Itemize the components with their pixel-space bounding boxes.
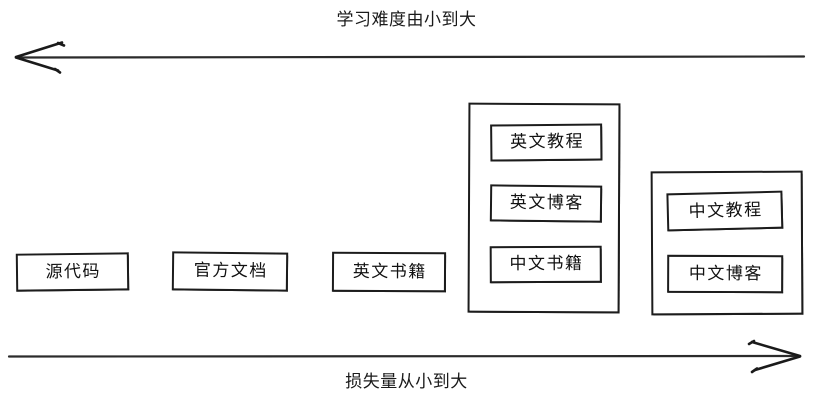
group-chinese-resources: 中文教程 中文博客	[650, 170, 804, 316]
group-english-resources: 英文教程 英文博客 中文书籍	[467, 102, 621, 314]
node-official-docs-label: 官方文档	[193, 260, 268, 282]
node-english-tutorial-label: 英文教程	[509, 131, 585, 153]
node-chinese-tutorial[interactable]: 中文教程	[666, 190, 784, 232]
bottom-axis-label: 损失量从小到大	[345, 372, 468, 392]
node-english-blog-label: 英文博客	[509, 192, 584, 214]
node-english-books[interactable]: 英文书籍	[331, 251, 447, 293]
node-chinese-tutorial-label: 中文教程	[688, 199, 763, 222]
node-source-code-label: 源代码	[45, 261, 102, 282]
node-official-docs[interactable]: 官方文档	[171, 251, 289, 292]
node-english-books-label: 英文书籍	[352, 261, 427, 282]
node-english-blog[interactable]: 英文博客	[489, 184, 603, 223]
node-chinese-books[interactable]: 中文书籍	[489, 245, 602, 284]
node-english-tutorial[interactable]: 英文教程	[490, 123, 603, 162]
top-axis-arrow	[14, 41, 806, 74]
top-axis-label: 学习难度由小到大	[336, 10, 477, 30]
node-source-code[interactable]: 源代码	[15, 252, 130, 292]
node-chinese-blog-label: 中文博客	[688, 263, 763, 284]
bottom-axis-arrow	[7, 339, 802, 374]
node-chinese-books-label: 中文书籍	[509, 253, 584, 275]
node-chinese-blog[interactable]: 中文博客	[667, 254, 784, 294]
